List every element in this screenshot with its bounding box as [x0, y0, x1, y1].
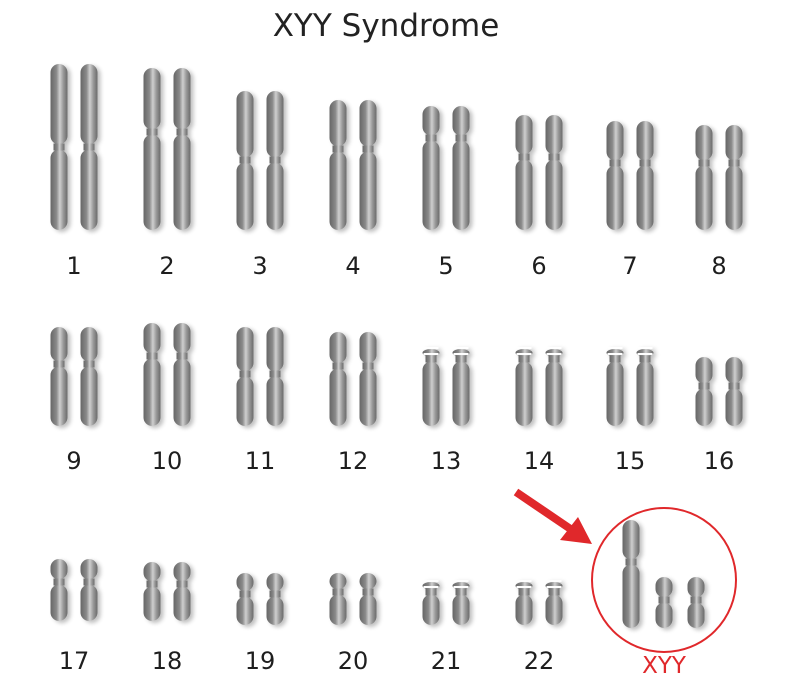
chromosome-pair-22-b [545, 580, 563, 625]
red-arrow-icon [513, 488, 592, 544]
chromosome-pair-5-b [452, 106, 470, 230]
chromosome-label-11: 11 [245, 447, 276, 475]
chromosome-label-22: 22 [524, 647, 555, 675]
chromosome-label-4: 4 [345, 252, 360, 280]
chromosome-label-6: 6 [531, 252, 546, 280]
chromosome-pair-9-b [80, 327, 98, 426]
chromosome-pair-7-b [636, 121, 654, 230]
chromosome-pair-22-a [515, 580, 533, 625]
chromosome-pair-4-b [359, 100, 377, 230]
chromosome-label-19: 19 [245, 647, 276, 675]
chromosome-pair-5-a [422, 106, 440, 230]
chromosome-label-3: 3 [252, 252, 267, 280]
chromosome-pair-16-b [725, 357, 743, 426]
chromosome-pair-8-a [695, 125, 713, 230]
chromosome-pair-21-b [452, 580, 470, 625]
chromosome-label-15: 15 [615, 447, 646, 475]
chromosome-pair-12-a [329, 332, 347, 426]
chromosome-label-14: 14 [524, 447, 555, 475]
chromosome-label-5: 5 [438, 252, 453, 280]
chromosome-pair-20-b [359, 573, 377, 625]
chromosome-pair-8-b [725, 125, 743, 230]
chromosome-pair-12-b [359, 332, 377, 426]
chromosome-pair-2-a [143, 68, 161, 230]
chromosome-pair-1-a [50, 64, 68, 230]
chromosome-pair-18-a [143, 562, 161, 621]
chromosome-pair-16-a [695, 357, 713, 426]
xyy-label: XYY [642, 653, 687, 679]
chromosome-label-12: 12 [338, 447, 369, 475]
chromosome-pair-20-a [329, 573, 347, 625]
chromosome-label-17: 17 [59, 647, 90, 675]
chromosome-pair-6-a [515, 115, 533, 230]
chromosome-pair-14-a [515, 347, 533, 426]
chromosome-pair-10-b [173, 323, 191, 426]
chromosome-pair-7-a [606, 121, 624, 230]
chromosome-label-9: 9 [66, 447, 81, 475]
chromosome-label-7: 7 [622, 252, 637, 280]
chromosome-pair-9-a [50, 327, 68, 426]
diagram-title: XYY Syndrome [273, 8, 500, 44]
chromosome-x [622, 520, 640, 628]
chromosome-label-10: 10 [152, 447, 183, 475]
chromosome-label-2: 2 [159, 252, 174, 280]
chromosome-pair-17-b [80, 559, 98, 621]
chromosome-label-13: 13 [431, 447, 462, 475]
chromosome-pair-15-b [636, 347, 654, 426]
chromosome-pair-11-b [266, 327, 284, 426]
chromosome-y-2 [687, 577, 705, 628]
xyy-highlight-circle [591, 507, 737, 653]
chromosome-pair-6-b [545, 115, 563, 230]
chromosome-label-21: 21 [431, 647, 462, 675]
chromosome-pair-18-b [173, 562, 191, 621]
chromosome-pair-19-a [236, 573, 254, 625]
chromosome-pair-1-b [80, 64, 98, 230]
chromosome-pair-17-a [50, 559, 68, 621]
chromosome-layer [50, 64, 743, 628]
chromosome-pair-3-a [236, 91, 254, 230]
chromosome-pair-11-a [236, 327, 254, 426]
chromosome-pair-13-b [452, 347, 470, 426]
chromosome-label-18: 18 [152, 647, 183, 675]
chromosome-label-1: 1 [66, 252, 81, 280]
chromosome-pair-3-b [266, 91, 284, 230]
chromosome-y-1 [655, 577, 673, 628]
chromosome-pair-2-b [173, 68, 191, 230]
chromosome-pair-4-a [329, 100, 347, 230]
chromosome-pair-14-b [545, 347, 563, 426]
chromosome-pair-13-a [422, 347, 440, 426]
chromosome-pair-15-a [606, 347, 624, 426]
chromosome-pair-19-b [266, 573, 284, 625]
chromosome-pair-10-a [143, 323, 161, 426]
chromosome-pair-21-a [422, 580, 440, 625]
chromosome-label-16: 16 [704, 447, 735, 475]
chromosome-label-8: 8 [711, 252, 726, 280]
chromosome-label-20: 20 [338, 647, 369, 675]
